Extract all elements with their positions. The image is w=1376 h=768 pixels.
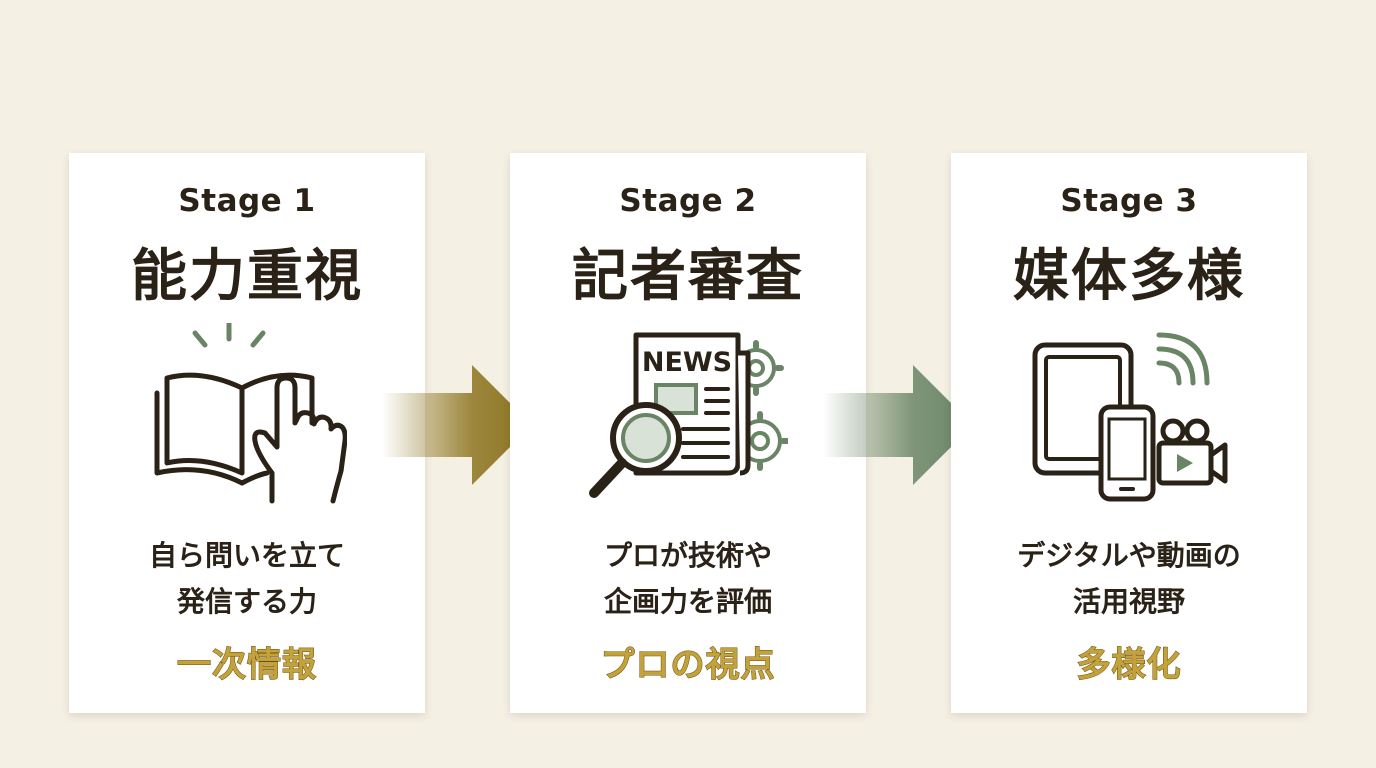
- description-line-1: デジタルや動画の: [1017, 539, 1241, 572]
- stage-label: Stage 1: [178, 183, 316, 219]
- card-title: 能力重視: [131, 243, 363, 309]
- stage-keyword: 一次情報: [177, 645, 317, 686]
- description-line-2: 発信する力: [176, 585, 317, 618]
- stage-card-3: Stage 3 媒体多様 デジタルや動画の 活用視野 多様化: [951, 153, 1307, 713]
- stage-keyword: プロの視点: [600, 645, 776, 686]
- stage-label: Stage 3: [1060, 183, 1198, 219]
- description-line-1: 自ら問いを立て: [148, 539, 345, 572]
- news-text: NEWS: [642, 347, 732, 378]
- card-title: 媒体多様: [1013, 243, 1245, 309]
- arrow-right-icon: [382, 365, 532, 485]
- stage-description: 自ら問いを立て 発信する力: [69, 533, 425, 625]
- stage-description: デジタルや動画の 活用視野: [951, 533, 1307, 625]
- card-title: 記者審査: [572, 243, 804, 309]
- stage-label: Stage 2: [619, 183, 757, 219]
- stage-description: プロが技術や 企画力を評価: [510, 533, 866, 625]
- book-hand-icon: [154, 323, 347, 504]
- arrow-right-icon: [823, 365, 973, 485]
- devices-video-icon: [1032, 332, 1228, 502]
- description-line-1: プロが技術や: [603, 539, 772, 572]
- description-line-2: 企画力を評価: [603, 585, 772, 618]
- description-line-2: 活用視野: [1072, 585, 1185, 618]
- stage-keyword: 多様化: [1076, 645, 1182, 686]
- newspaper-magnifier-icon: NEWS: [589, 332, 788, 498]
- stage-card-2: Stage 2 記者審査 NEWS: [510, 153, 866, 713]
- stage-card-1: Stage 1 能力重視 自ら問いを立て 発信する力 一次情報: [69, 153, 425, 713]
